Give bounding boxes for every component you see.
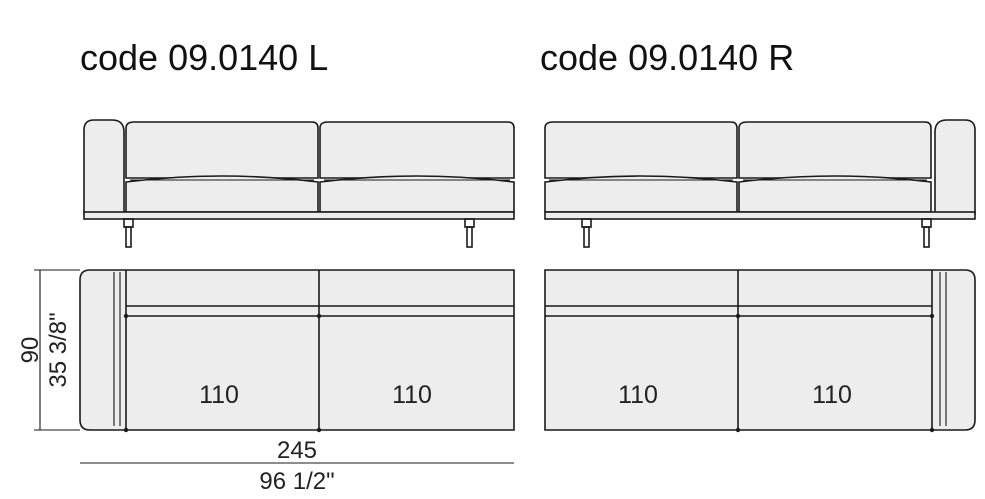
front-view-left xyxy=(83,119,515,248)
top-view-right: 110 110 xyxy=(544,269,976,433)
seat-label: 110 xyxy=(618,381,658,409)
width-cm-label: 245 xyxy=(277,437,317,464)
depth-cm-label: 90 xyxy=(17,337,44,364)
title-left: code 09.0140 L xyxy=(80,37,328,78)
width-in-label: 96 1/2" xyxy=(259,468,334,495)
top-view-left: 110 110 xyxy=(79,269,515,433)
title-right: code 09.0140 R xyxy=(540,37,794,78)
seat-label: 110 xyxy=(392,381,432,409)
width-dimension: 245 96 1/2" xyxy=(80,437,514,495)
depth-in-label: 35 3/8" xyxy=(45,312,72,387)
depth-dimension: 90 35 3/8" xyxy=(17,269,80,431)
seat-label: 110 xyxy=(812,381,852,409)
seat-label: 110 xyxy=(199,381,239,409)
front-view-right xyxy=(544,119,976,248)
